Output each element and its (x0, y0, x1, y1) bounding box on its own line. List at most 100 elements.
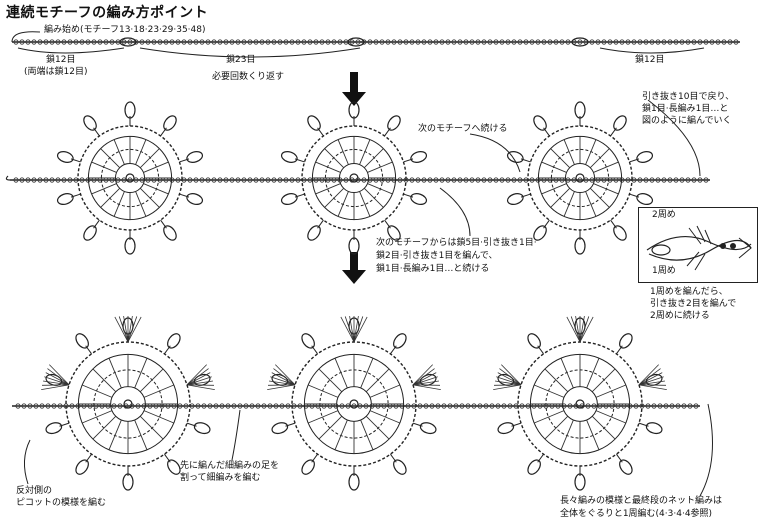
motif-spoke (308, 384, 339, 398)
chain-stitch (211, 177, 217, 183)
chain-stitch (409, 39, 415, 45)
petal-picot (574, 101, 586, 119)
chain-stitch (355, 39, 361, 45)
chain-stitch (55, 39, 61, 45)
motif-spoke (363, 148, 384, 169)
petal-picot (574, 237, 586, 255)
chain-stitch (283, 177, 289, 183)
petal-picot (348, 237, 360, 255)
chain-stitch (535, 39, 541, 45)
chain-stitch (73, 39, 79, 45)
chain-stitch (577, 39, 583, 45)
chain-stitch (201, 403, 207, 409)
row2-bottom-note-1: 次のモチーフからは鎖5目·引き抜き1目· (376, 238, 537, 248)
fan-stitch (638, 364, 659, 386)
top-loop-2 (347, 37, 365, 47)
fan-stitch (49, 364, 70, 386)
top-loop-3 (571, 37, 589, 47)
fan-stitch (44, 376, 70, 386)
motif-spoke (560, 419, 574, 450)
chain-stitch (187, 177, 193, 183)
start-label: 編み始め(モチーフ13·18·23·29·35·48) (44, 25, 206, 35)
petal-picot (410, 151, 428, 163)
chain-stitch (39, 403, 45, 409)
fan-stitch (127, 316, 133, 343)
chain-stitch (607, 39, 613, 45)
motif-spoke (334, 419, 348, 450)
chain-stitch (477, 403, 483, 409)
chain-stitch (273, 403, 279, 409)
fan-stitch (114, 316, 129, 343)
chain-stitch (373, 39, 379, 45)
chain-stitch (565, 39, 571, 45)
chain-stitch (529, 177, 535, 183)
seg3-brace (599, 47, 705, 54)
petal-picot (75, 459, 89, 475)
row3-left-note-1: 反対側の (16, 486, 53, 496)
chain-stitch (673, 177, 679, 183)
fan-stitch (45, 372, 70, 386)
motif-spoke (143, 384, 174, 398)
motif-spoke (308, 410, 339, 424)
chain-stitch (697, 177, 703, 183)
chain-stitch (667, 39, 673, 45)
chain-stitch (433, 39, 439, 45)
chain-stitch (637, 39, 643, 45)
fan-stitch (186, 380, 214, 386)
petal-picot (613, 225, 627, 241)
fan-stitch (127, 316, 142, 343)
chain-stitch (33, 403, 39, 409)
chain-stitch (687, 403, 693, 409)
chain-stitch (429, 403, 435, 409)
motif-spoke (334, 358, 348, 389)
chain-stitch (657, 403, 663, 409)
chain-stitch (151, 39, 157, 45)
chain-stitch (733, 39, 739, 45)
motif-spoke (92, 415, 117, 440)
fan-stitch (123, 316, 129, 343)
chain-stitch (463, 39, 469, 45)
row2-motifs (56, 101, 654, 255)
chain-stitch (675, 403, 681, 409)
motif-ring (110, 386, 146, 422)
chain-stitch (441, 403, 447, 409)
leader-next-motif (469, 133, 521, 173)
chain-stitch (49, 177, 55, 183)
chain-stitch (457, 177, 463, 183)
chain-stitch (595, 39, 601, 45)
row2-bottom-note-3: 鎖1目·長編み1目…と続ける (376, 264, 490, 274)
chain-stitch (253, 39, 259, 45)
motif-spoke (365, 368, 390, 393)
chain-stitch (211, 39, 217, 45)
petal-picot (124, 101, 136, 119)
chain-stitch (625, 177, 631, 183)
fan-stitch (353, 316, 359, 343)
chain-stitch (339, 403, 345, 409)
chain-stitch (31, 39, 37, 45)
row3-motifs (41, 316, 667, 491)
chain-stitch (213, 403, 219, 409)
motif-spoke (585, 139, 597, 165)
chain-stitch (183, 403, 189, 409)
chain-stitch (235, 39, 241, 45)
fan-stitch (493, 384, 522, 391)
chain-stitch (49, 39, 55, 45)
chain-stitch (655, 39, 661, 45)
leader-mid-note (231, 409, 241, 461)
chain-stitch (679, 39, 685, 45)
petal-picot (167, 333, 181, 349)
chain-stitch (217, 39, 223, 45)
chain-stitch (325, 39, 331, 45)
chain-stitch (283, 39, 289, 45)
chain-stitch (241, 177, 247, 183)
chain-stitch (541, 39, 547, 45)
motif-spoke (591, 415, 616, 440)
chain-stitch (219, 403, 225, 409)
motif-spoke (586, 358, 600, 389)
chain-stitch (25, 177, 31, 183)
seg1-sub-label: (両端は鎖12目) (24, 67, 88, 77)
fan-stitch (186, 372, 211, 386)
diagram-title: 連続モチーフの編み方ポイント (6, 5, 209, 21)
fan-stitch (186, 364, 207, 386)
fan-stitch (353, 316, 364, 343)
